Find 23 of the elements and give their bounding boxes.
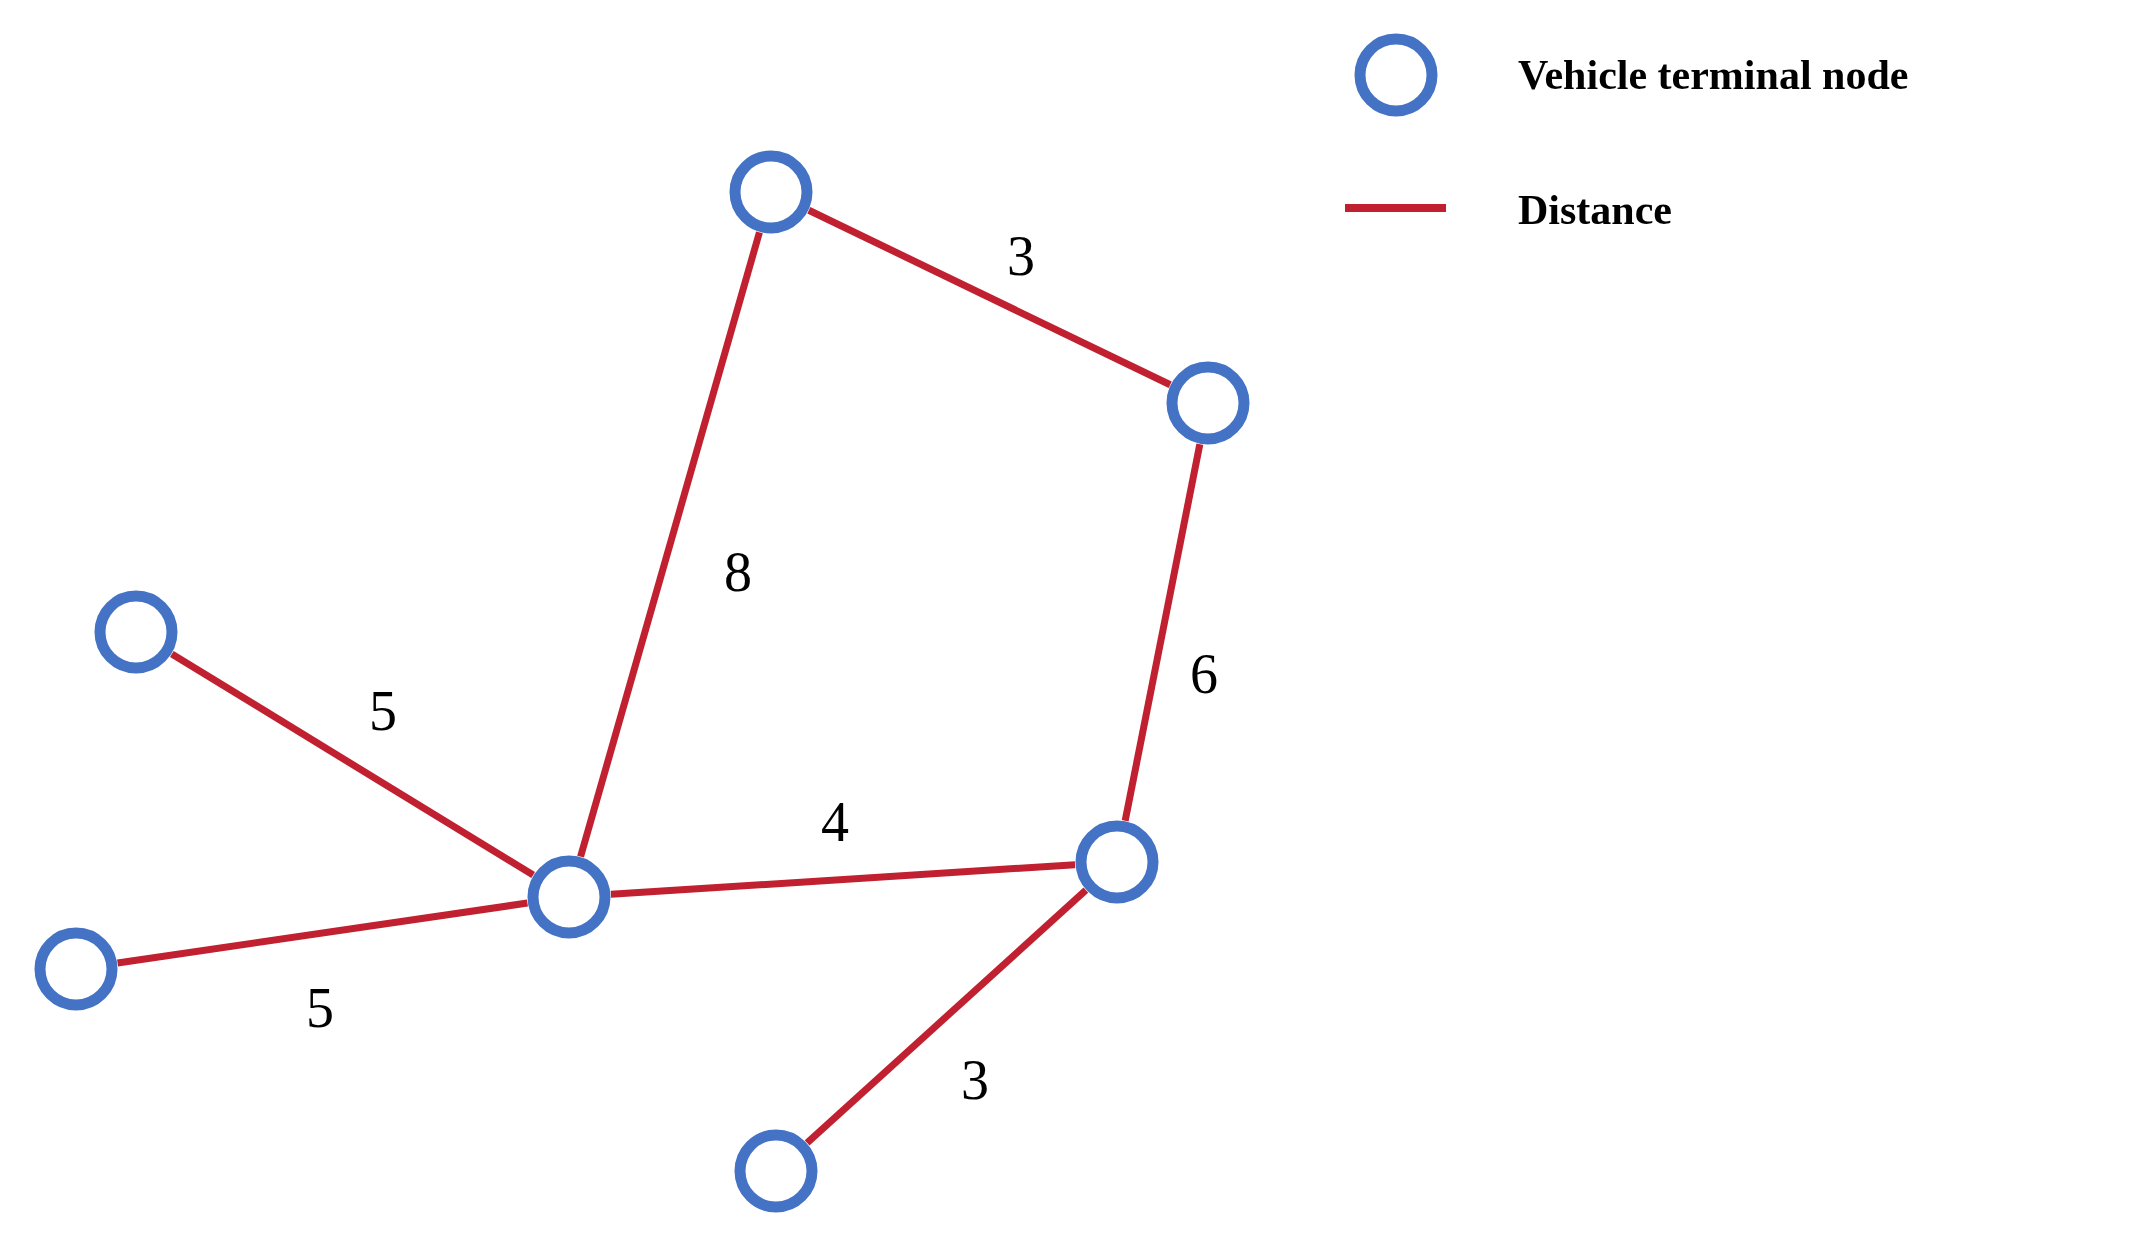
edge-label: 8	[724, 544, 752, 600]
node-circle	[729, 150, 813, 234]
legend-text: Vehicle terminal node	[1518, 54, 1909, 96]
edge-label: 5	[369, 683, 397, 739]
edge-label: 5	[306, 980, 334, 1036]
distance-line	[610, 861, 1076, 898]
distance-line	[1121, 443, 1204, 822]
distance-line	[117, 899, 528, 967]
node-circle	[1075, 820, 1159, 904]
edge-label: 4	[821, 794, 849, 850]
node-circle	[1166, 361, 1250, 445]
edge-label: 3	[1007, 228, 1035, 284]
distance-line	[804, 887, 1089, 1146]
edge-label: 6	[1190, 646, 1218, 702]
node-circle	[734, 1129, 818, 1213]
distance-line	[577, 231, 763, 858]
distance-line	[170, 650, 535, 879]
legend-text: Distance	[1518, 189, 1672, 231]
edge-label: 3	[961, 1052, 989, 1108]
node-circle	[94, 590, 178, 674]
node-circle	[527, 855, 611, 939]
distance-line	[807, 207, 1172, 388]
node-circle	[34, 927, 118, 1011]
